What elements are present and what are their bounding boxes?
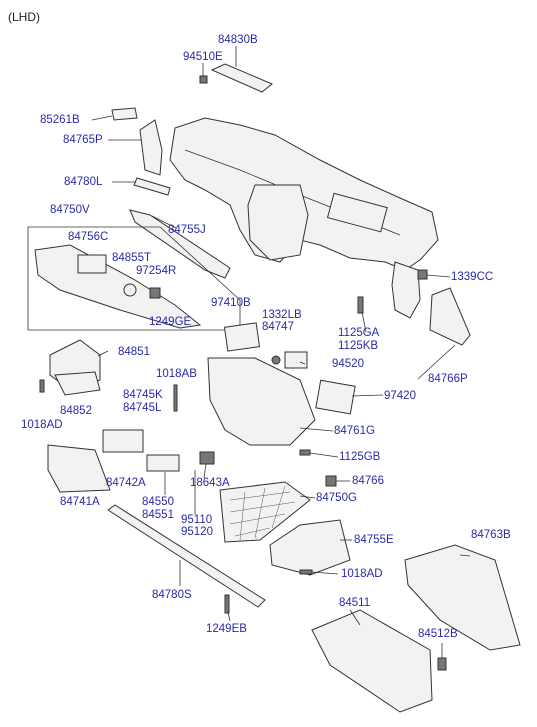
- label-1125KB[interactable]: 1125KB: [338, 340, 379, 352]
- tray-84550: [146, 454, 180, 472]
- label-1249GE[interactable]: 1249GE: [149, 316, 192, 328]
- panel-84742A: [102, 429, 144, 453]
- crash-pad-main: [169, 117, 439, 271]
- clip-84766: [325, 475, 337, 487]
- latch-84512B: [437, 657, 447, 671]
- glove-box-opening: [326, 192, 388, 233]
- clip-1339CC: [417, 269, 428, 280]
- mesh-pattern: [229, 485, 296, 541]
- screw-1018AD-right: [299, 569, 313, 575]
- bezel-84741A: [47, 444, 111, 493]
- label-84780S[interactable]: 84780S: [152, 589, 192, 601]
- pad-85261B: [111, 107, 138, 121]
- glove-box-84511: [311, 609, 433, 713]
- strip-84780L: [133, 177, 171, 196]
- strip-84780S: [107, 504, 266, 608]
- label-84852[interactable]: 84852: [60, 405, 92, 417]
- bracket-84756C: [77, 254, 107, 274]
- shroud-84852: [54, 371, 101, 396]
- label-94510E[interactable]: 94510E: [183, 51, 223, 63]
- center-fascia-84761G: [207, 357, 316, 446]
- label-84830B[interactable]: 84830B: [218, 34, 258, 46]
- label-84763B[interactable]: 84763B: [471, 529, 511, 541]
- label-1125GB[interactable]: 1125GB: [339, 451, 381, 463]
- label-84745L[interactable]: 84745L: [123, 402, 162, 414]
- clip-94510E: [199, 75, 208, 84]
- label-84780L[interactable]: 84780L: [64, 176, 103, 188]
- label-84755E[interactable]: 84755E: [354, 534, 394, 546]
- screw-1018AD-left: [39, 379, 45, 393]
- label-84750V[interactable]: 84750V: [50, 204, 90, 216]
- label-84742A[interactable]: 84742A: [106, 477, 146, 489]
- vent-97410B: [223, 322, 261, 352]
- label-18643A[interactable]: 18643A: [190, 477, 230, 489]
- label-84766[interactable]: 84766: [352, 475, 384, 487]
- label-84755J[interactable]: 84755J: [168, 224, 206, 236]
- label-97420[interactable]: 97420: [384, 390, 416, 402]
- label-84750G[interactable]: 84750G: [316, 492, 357, 504]
- vent-97420: [315, 379, 356, 415]
- label-85261B[interactable]: 85261B: [40, 114, 80, 126]
- label-84761G[interactable]: 84761G: [334, 425, 375, 437]
- label-97410B[interactable]: 97410B: [211, 297, 251, 309]
- leader-lines: [91, 46, 471, 658]
- clip-84747: [271, 355, 281, 365]
- label-84765P[interactable]: 84765P: [63, 134, 103, 146]
- label-84766P[interactable]: 84766P: [428, 373, 468, 385]
- label-84851[interactable]: 84851: [118, 346, 150, 358]
- label-94520[interactable]: 94520: [332, 358, 364, 370]
- group-box-84750V: [27, 226, 241, 331]
- screw-1125GB: [299, 449, 311, 456]
- switch-97254R: [149, 287, 161, 299]
- label-84747[interactable]: 84747: [262, 321, 294, 333]
- label-84855T[interactable]: 84855T: [112, 252, 152, 264]
- label-84551[interactable]: 84551: [142, 509, 174, 521]
- screw-1125GA: [357, 296, 364, 314]
- lhd-note: (LHD): [8, 10, 40, 24]
- label-1332LB[interactable]: 1332LB: [262, 309, 302, 321]
- screw-1249EB: [224, 594, 230, 614]
- screw-1018AB: [173, 384, 178, 412]
- label-84550[interactable]: 84550: [142, 496, 174, 508]
- label-1018AD-left[interactable]: 1018AD: [21, 419, 63, 431]
- side-bracket-right: [391, 261, 421, 319]
- top-strip-84830B: [210, 63, 273, 93]
- knob-84855T: [123, 283, 137, 297]
- label-84745K[interactable]: 84745K: [123, 389, 163, 401]
- switch-94520: [284, 351, 308, 369]
- side-cover-84765P: [139, 119, 163, 176]
- cluster-housing: [247, 184, 309, 261]
- side-cover-84766P: [429, 287, 471, 346]
- label-1125GA[interactable]: 1125GA: [338, 327, 380, 339]
- label-95110[interactable]: 95110: [181, 514, 213, 526]
- label-84756C[interactable]: 84756C: [68, 231, 109, 243]
- label-84741A[interactable]: 84741A: [60, 496, 100, 508]
- label-1018AB[interactable]: 1018AB: [156, 368, 197, 380]
- mesh-panel-84750G: [219, 481, 311, 543]
- label-95120[interactable]: 95120: [181, 526, 213, 538]
- label-84511[interactable]: 84511: [339, 597, 371, 609]
- label-84512B[interactable]: 84512B: [418, 628, 458, 640]
- label-1018AD-right[interactable]: 1018AD: [341, 568, 383, 580]
- socket-18643A: [199, 451, 215, 465]
- glove-box-84763B: [404, 544, 521, 651]
- cover-84755E: [269, 519, 351, 576]
- label-97254R[interactable]: 97254R: [136, 265, 177, 277]
- label-1339CC[interactable]: 1339CC: [451, 271, 494, 283]
- label-1249EB[interactable]: 1249EB: [206, 623, 247, 635]
